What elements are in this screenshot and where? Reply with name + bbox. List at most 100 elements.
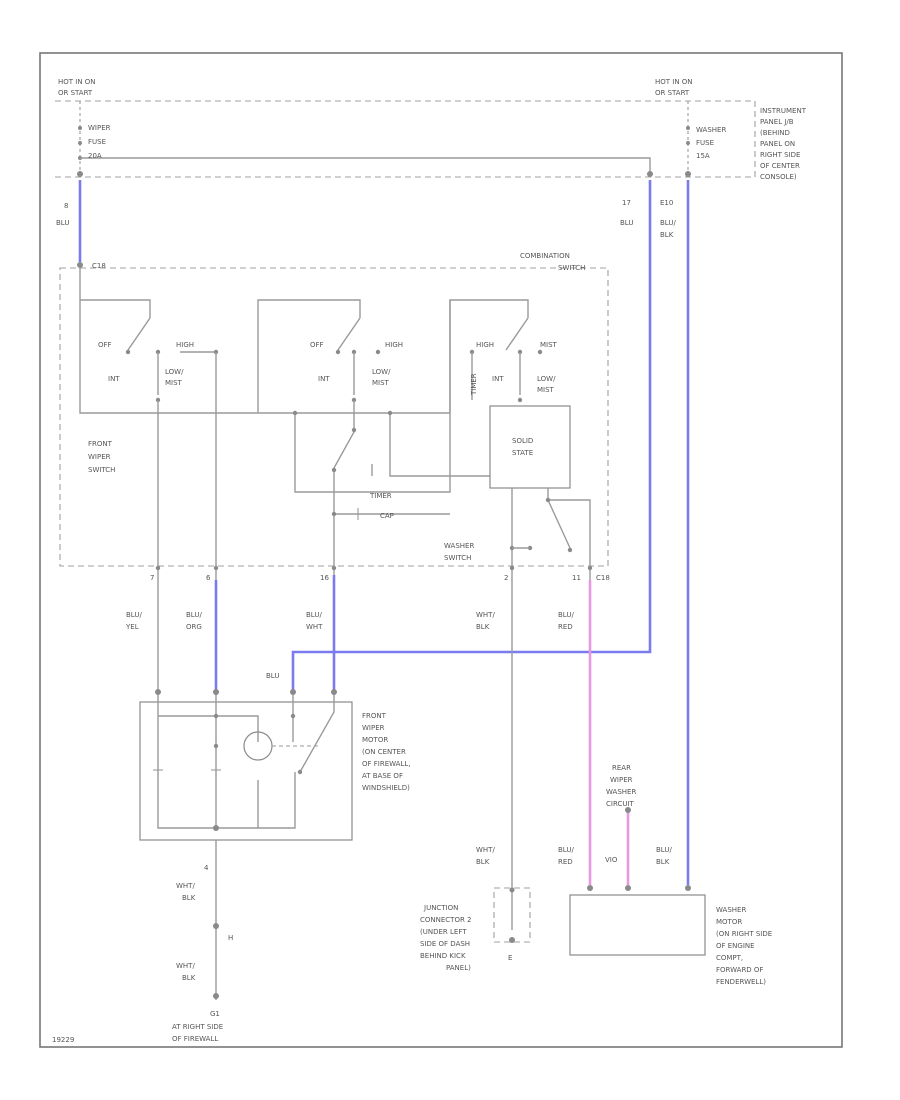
- sw2-low-2: MIST: [372, 379, 390, 387]
- fuse-bus-wire: [80, 157, 651, 177]
- mid-switch-wires: [294, 300, 490, 692]
- motor-3: MOTOR: [362, 736, 388, 744]
- w-blu-red-4: RED: [558, 858, 573, 866]
- wiper-fuse-label-3: 20A: [88, 152, 102, 160]
- jc-2: CONNECTOR 2: [420, 916, 472, 924]
- w-wht-blk-4: BLK: [182, 894, 196, 902]
- ground-g1: G1: [210, 1010, 220, 1018]
- motor-2: WIPER: [362, 724, 385, 732]
- wire-blu-right1: BLU: [620, 219, 633, 227]
- sw1-low-1: LOW/: [165, 368, 184, 376]
- solid-state-box: [489, 405, 571, 489]
- w-wht-blk-2: BLK: [476, 623, 490, 631]
- pin-16: 16: [320, 574, 329, 582]
- ipanel-1: INSTRUMENT: [760, 107, 807, 115]
- conn-e10: E10: [660, 199, 673, 207]
- w-wht-blk-5: WHT/: [176, 962, 195, 970]
- motor-5: OF FIREWALL,: [362, 760, 411, 768]
- cap-label: CAP: [380, 512, 394, 520]
- conn-c18b: C18: [596, 574, 610, 582]
- rear-1: REAR: [612, 764, 631, 772]
- motor-6: AT BASE OF: [362, 772, 403, 780]
- motor-internal-wires: [157, 694, 335, 829]
- labels: HOT IN ON OR START WIPER FUSE 20A HOT IN…: [52, 78, 807, 1044]
- switch-2: [335, 317, 381, 403]
- w-blu-yel-2: YEL: [125, 623, 139, 631]
- pin-4: 4: [204, 864, 209, 872]
- comb-1: COMBINATION: [520, 252, 570, 260]
- pin-8: 8: [64, 202, 68, 210]
- comb-2: SWITCH: [558, 264, 585, 272]
- rear-2: WIPER: [610, 776, 633, 784]
- ground-h: H: [228, 934, 233, 942]
- pin-6: 6: [206, 574, 211, 582]
- solid-state-1: SOLID: [512, 437, 533, 445]
- motor-4: (ON CENTER: [362, 748, 406, 756]
- solid-state-wires: [511, 488, 591, 880]
- sw1-high: HIGH: [176, 341, 194, 349]
- ipanel-7: CONSOLE): [760, 173, 797, 181]
- wire-blu-right2b: BLK: [660, 231, 674, 239]
- wm-4: OF ENGINE: [716, 942, 755, 950]
- wm-2: MOTOR: [716, 918, 742, 926]
- w-blu-red-2: RED: [558, 623, 573, 631]
- w-blu-org-2: ORG: [186, 623, 202, 631]
- front-wiper-motor-box: [139, 701, 353, 841]
- w-blu-red-3: BLU/: [558, 846, 574, 854]
- w-blu-yel-1: BLU/: [126, 611, 142, 619]
- pin-2: 2: [504, 574, 508, 582]
- hot-left-1: HOT IN ON: [58, 78, 96, 86]
- ground-g1-loc-1: AT RIGHT SIDE: [172, 1023, 223, 1031]
- motor-7: WINDSHIELD): [362, 784, 410, 792]
- w-blu-wht-1: BLU/: [306, 611, 322, 619]
- sw1-int: INT: [108, 375, 120, 383]
- ipanel-2: PANEL J/B: [760, 118, 794, 126]
- sw3-high: HIGH: [476, 341, 494, 349]
- blu-wire-right: [291, 180, 652, 692]
- ground-g1-loc-2: OF FIREWALL: [172, 1035, 218, 1043]
- timer-label: TIMER: [369, 492, 392, 500]
- w-vio: VIO: [605, 856, 618, 864]
- hot-right-1: HOT IN ON: [655, 78, 693, 86]
- hot-left-2: OR START: [58, 89, 93, 97]
- pin-7: 7: [150, 574, 154, 582]
- w-wht-blk-3: WHT/: [176, 882, 195, 890]
- wire-blu-top: BLU: [56, 219, 69, 227]
- sw2-low-1: LOW/: [372, 368, 391, 376]
- washer-motor-box: [569, 894, 706, 956]
- front-switch-3: SWITCH: [88, 466, 115, 474]
- front-switch-1: FRONT: [88, 440, 113, 448]
- w-blu-red-1: BLU/: [558, 611, 574, 619]
- washer-switch-2: SWITCH: [444, 554, 471, 562]
- sw2-int: INT: [318, 375, 330, 383]
- wm-7: FENDERWELL): [716, 978, 766, 986]
- pin-17: 17: [622, 199, 631, 207]
- pin-11: 11: [572, 574, 581, 582]
- w-wht-blk-6: BLK: [182, 974, 196, 982]
- ground-e: E: [508, 954, 512, 962]
- solid-state-2: STATE: [512, 449, 533, 457]
- sw3-vert: TIMER: [470, 373, 478, 396]
- wiper-fuse: [77, 101, 83, 177]
- jc-1: JUNCTION: [423, 904, 458, 912]
- washer-fuse-label-2: FUSE: [696, 139, 714, 147]
- sw3-int: INT: [492, 375, 504, 383]
- wm-5: COMPT,: [716, 954, 743, 962]
- jc-5: BEHIND KICK: [420, 952, 466, 960]
- sw1-low-2: MIST: [165, 379, 183, 387]
- wm-6: FORWARD OF: [716, 966, 763, 974]
- jc-6: PANEL): [446, 964, 471, 972]
- jc-3: (UNDER LEFT: [420, 928, 467, 936]
- washer-fuse: [685, 101, 691, 177]
- w-wht-blk-1: WHT/: [476, 611, 495, 619]
- sw2-high: HIGH: [385, 341, 403, 349]
- front-switch-2: WIPER: [88, 453, 111, 461]
- ipanel-3: (BEHIND: [760, 129, 790, 137]
- sw2-off: OFF: [310, 341, 324, 349]
- switch-feed-wire: [79, 268, 529, 414]
- fuse-panel-outline: [55, 100, 756, 178]
- wiper-fuse-label-2: FUSE: [88, 138, 106, 146]
- junction-connector-box: [493, 887, 531, 943]
- sw3-mist: MIST: [540, 341, 558, 349]
